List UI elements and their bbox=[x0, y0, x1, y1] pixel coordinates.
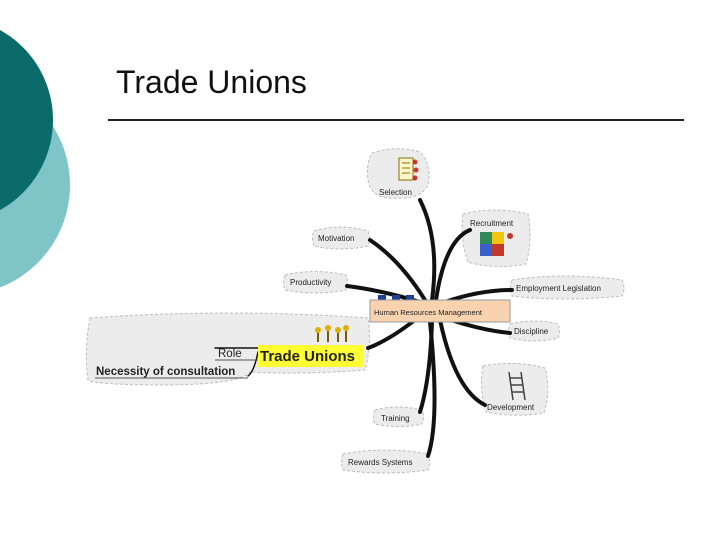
role-label: Role bbox=[218, 348, 242, 360]
checklist-icon bbox=[399, 158, 419, 181]
development-label: Development bbox=[487, 403, 535, 412]
branch-development bbox=[440, 320, 485, 405]
necessity-label: Necessity of consultation bbox=[96, 366, 235, 378]
motivation-label: Motivation bbox=[318, 234, 354, 243]
hrm-center-label: Human Resources Management bbox=[374, 308, 483, 317]
trade-unions-label: Trade Unions bbox=[260, 348, 355, 365]
training-label: Training bbox=[381, 414, 410, 423]
discipline-label: Discipline bbox=[514, 327, 549, 336]
branch-selection bbox=[420, 200, 434, 300]
productivity-label: Productivity bbox=[290, 278, 331, 287]
employment-legislation-label: Employment Legislation bbox=[516, 284, 601, 293]
selection-label: Selection bbox=[379, 188, 412, 197]
branch-rewards bbox=[428, 322, 435, 456]
rewards-label: Rewards Systems bbox=[348, 458, 412, 467]
recruitment-label: Recruitment bbox=[470, 219, 514, 228]
